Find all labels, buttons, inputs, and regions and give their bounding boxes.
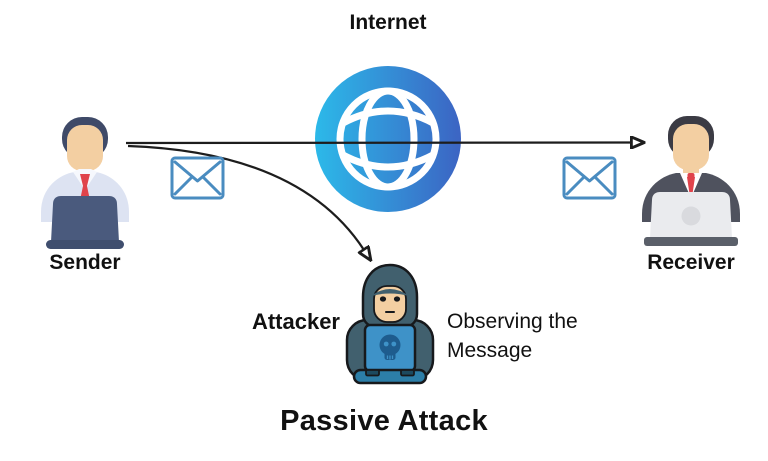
receiver-avatar — [628, 110, 754, 253]
observation-label-line2: Message — [447, 339, 533, 362]
attacker-avatar — [338, 262, 442, 386]
interception-arrow — [127, 144, 364, 250]
skull-icon — [379, 334, 401, 360]
sender-avatar — [33, 110, 137, 253]
receiver-tie — [687, 177, 695, 204]
internet-label: Internet — [349, 11, 427, 34]
attacker-label: Attacker — [251, 309, 340, 334]
receiver-label: Receiver — [647, 251, 735, 274]
sender-to-receiver-arrow — [125, 143, 632, 144]
globe-icon — [314, 65, 462, 213]
diagram-title: Passive Attack — [280, 405, 488, 437]
envelope-left-icon — [170, 156, 225, 200]
observation-label-line1: Observing the — [447, 310, 578, 333]
envelope-right-icon — [562, 156, 617, 200]
sender-label: Sender — [49, 251, 121, 274]
sender-laptop — [51, 196, 119, 242]
observation-label: Observing the Message — [447, 307, 578, 365]
